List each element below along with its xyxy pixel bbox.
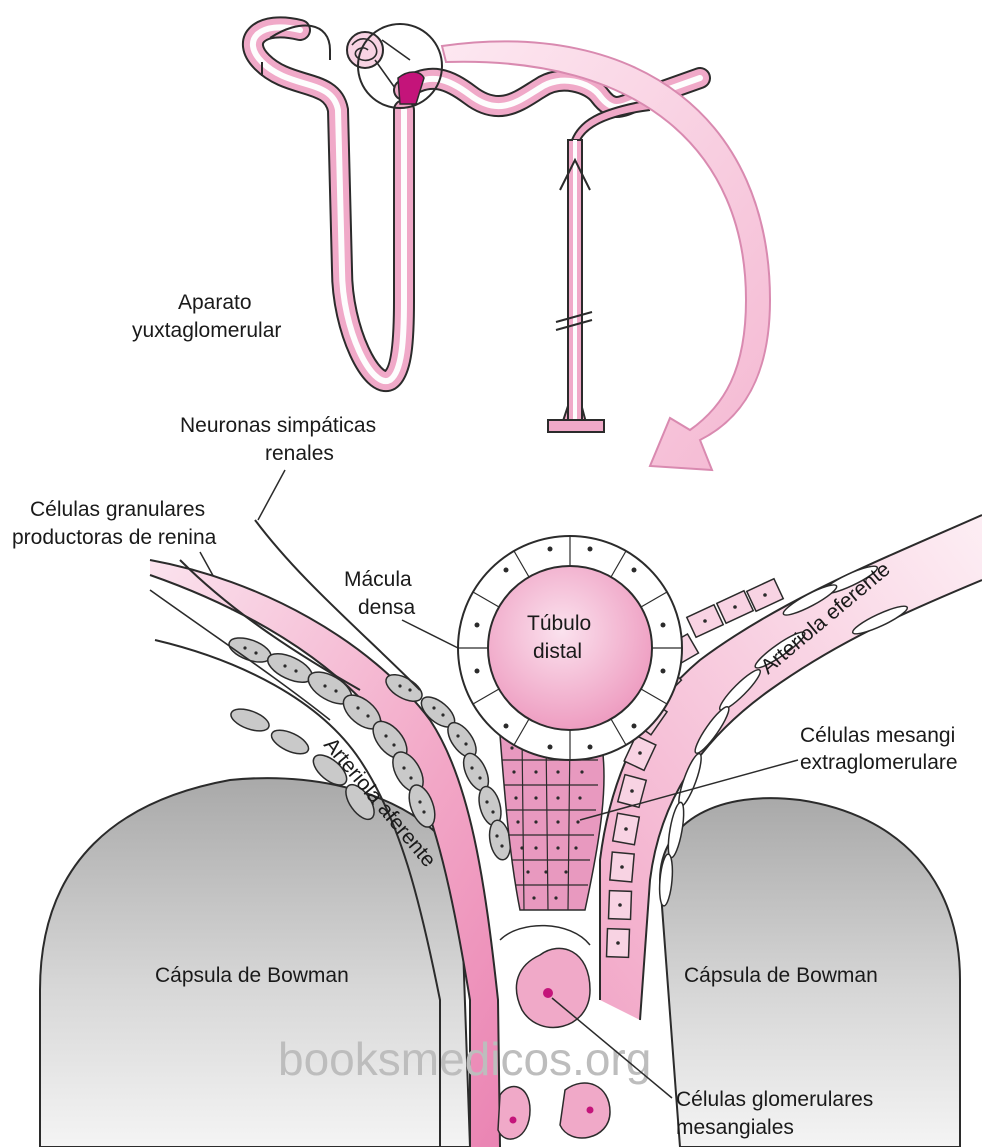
label-glom-mesang-2: mesangiales: [676, 1116, 794, 1139]
label-aparato-2: yuxtaglomerular: [132, 319, 281, 342]
label-tubulo-1: Túbulo: [527, 612, 591, 635]
label-granulares-2: productoras de renina: [12, 526, 217, 549]
watermark: booksmedicos.org: [278, 1033, 651, 1085]
label-aparato-1: Aparato: [178, 291, 252, 314]
label-glom-mesang-1: Células glomerulares: [676, 1088, 873, 1111]
label-neuronas-2: renales: [265, 442, 334, 465]
label-macula-1: Mácula: [344, 568, 412, 591]
label-mesang-extra-2: extraglomerulare: [800, 751, 958, 774]
label-granulares-1: Células granulares: [30, 498, 205, 521]
label-capsula-right: Cápsula de Bowman: [684, 964, 878, 987]
label-tubulo-2: distal: [533, 640, 582, 663]
label-mesang-extra-1: Células mesangi: [800, 724, 955, 747]
label-macula-2: densa: [358, 596, 416, 619]
label-neuronas-1: Neuronas simpáticas: [180, 414, 376, 437]
extraglomerular-mesangium: [500, 735, 604, 910]
macula-densa-spot: [398, 72, 424, 104]
label-capsula-left: Cápsula de Bowman: [155, 964, 349, 987]
leader-lines-top: [200, 470, 462, 650]
